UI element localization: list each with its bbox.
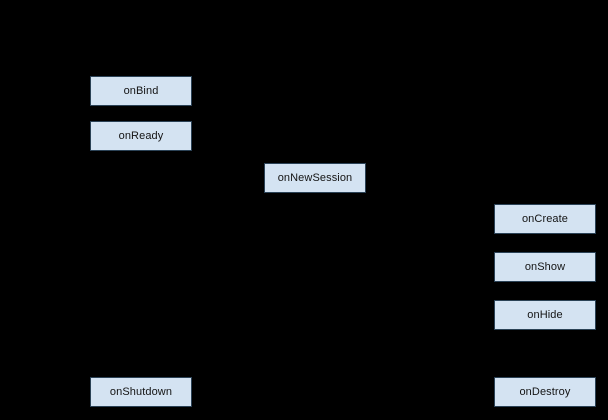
node-label-on-hide: onHide	[527, 308, 563, 321]
node-label-on-new-session: onNewSession	[277, 171, 353, 184]
node-label-on-destroy: onDestroy	[519, 385, 571, 398]
node-on-ready[interactable]: onReady	[90, 121, 192, 151]
node-on-show[interactable]: onShow	[494, 252, 596, 282]
node-label-on-shutdown: onShutdown	[109, 385, 173, 398]
node-on-create[interactable]: onCreate	[494, 204, 596, 234]
node-label-on-create: onCreate	[521, 212, 569, 225]
node-label-on-ready: onReady	[118, 129, 164, 142]
node-on-destroy[interactable]: onDestroy	[494, 377, 596, 407]
node-on-shutdown[interactable]: onShutdown	[90, 377, 192, 407]
node-label-on-bind: onBind	[123, 84, 159, 97]
node-on-new-session[interactable]: onNewSession	[264, 163, 366, 193]
node-label-on-show: onShow	[524, 260, 566, 273]
node-on-bind[interactable]: onBind	[90, 76, 192, 106]
node-on-hide[interactable]: onHide	[494, 300, 596, 330]
